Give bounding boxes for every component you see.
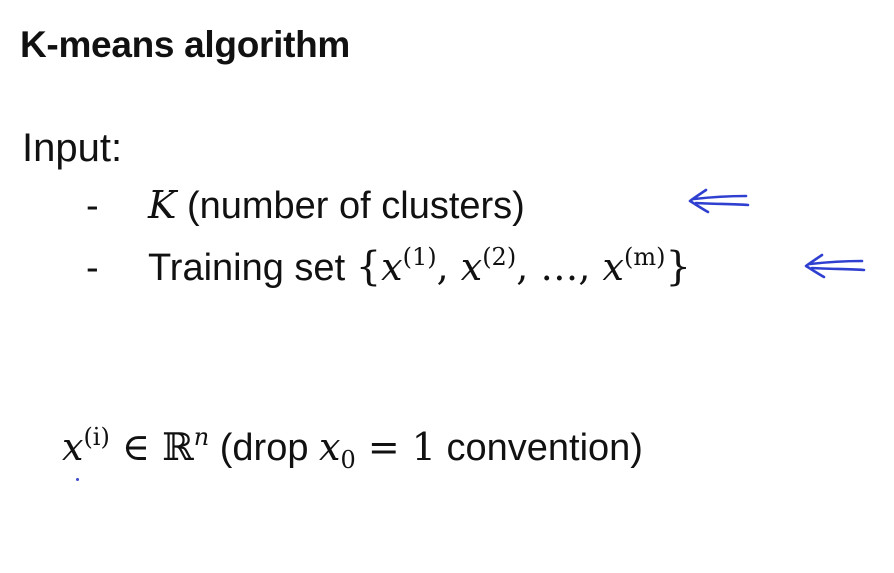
math-comma: ,: [578, 245, 603, 289]
math-xm: x: [602, 245, 624, 289]
bullet-dash: -: [86, 247, 99, 289]
left-arrow-icon: [688, 188, 750, 214]
math-equals-one: = 1: [355, 425, 436, 469]
bottom-text: convention): [435, 427, 643, 469]
math-x1: x: [381, 245, 403, 289]
bullet-dash: -: [86, 185, 99, 227]
math-ellipsis: …: [540, 245, 579, 289]
set-open-brace: {: [355, 244, 382, 290]
slide-title: K-means algorithm: [20, 24, 351, 65]
math-sup-m: (m): [623, 243, 666, 271]
left-arrow-icon: [804, 253, 866, 279]
math-x2: x: [460, 245, 483, 289]
math-x0: x: [319, 425, 341, 469]
math-sup-1: (1): [402, 243, 437, 271]
bullet-training-set: -Training set {x(1), x(2), …, x(m)}: [86, 243, 691, 290]
math-sup-2: (2): [482, 243, 517, 271]
bottom-statement: x(i) ∈ ℝn (drop x0 = 1 convention): [62, 423, 643, 474]
bullet-k: - K (number of clusters): [86, 183, 525, 228]
math-sup-i: (i): [83, 423, 110, 451]
math-var-k: K: [148, 183, 177, 227]
bullet-text: (number of clusters): [176, 185, 525, 227]
bottom-text: (drop: [209, 427, 320, 469]
math-reals: ℝ: [162, 425, 194, 469]
math-comma: ,: [436, 245, 461, 289]
math-sup-n: n: [193, 423, 210, 451]
math-sub-0: 0: [340, 446, 356, 474]
annotation-dot: [76, 478, 79, 481]
set-close-brace: }: [665, 244, 691, 290]
math-comma: ,: [516, 245, 541, 289]
bullet-text: Training set: [148, 247, 356, 289]
input-label: Input:: [22, 126, 123, 170]
math-element-of: ∈: [109, 425, 163, 469]
math-x-i: x: [62, 425, 84, 469]
